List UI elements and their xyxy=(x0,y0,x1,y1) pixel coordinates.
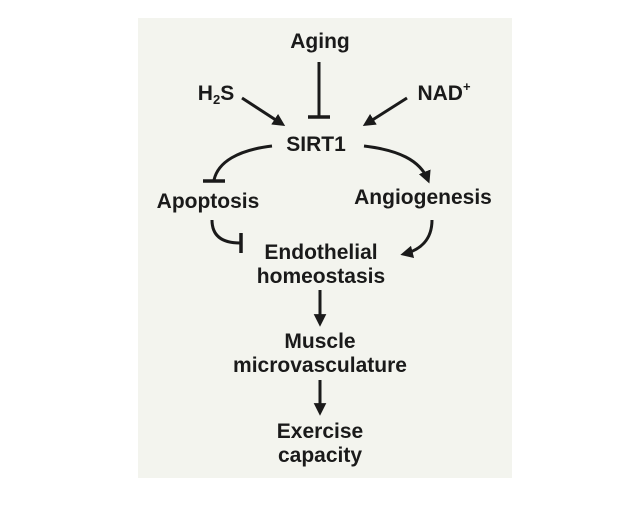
node-exercise-line1: Exercise xyxy=(276,420,364,443)
node-muscle-line1: Muscle xyxy=(284,330,356,353)
node-h2s-tail: S xyxy=(220,82,235,105)
node-h2s-element: H xyxy=(197,82,213,105)
node-endothelial-homeostasis: Endothelial homeostasis xyxy=(236,241,406,289)
diagram-panel xyxy=(138,18,512,478)
node-nad: NAD+ xyxy=(404,79,484,106)
node-nad-superscript: + xyxy=(462,79,471,94)
node-sirt1: SIRT1 xyxy=(266,133,366,157)
node-angiogenesis: Angiogenesis xyxy=(338,186,508,210)
edge-nad-sirt1 xyxy=(362,96,408,127)
node-h2s: H2S xyxy=(186,82,246,106)
node-endothelial-line1: Endothelial xyxy=(264,241,378,264)
edge-sirt1-apoptosis xyxy=(203,144,273,183)
node-exercise-line2: capacity xyxy=(277,444,363,467)
node-aging-label: Aging xyxy=(290,30,350,53)
node-sirt1-label: SIRT1 xyxy=(286,133,346,156)
node-aging: Aging xyxy=(270,30,370,54)
node-h2s-subscript: 2 xyxy=(212,92,221,107)
edge-apoptosis-endothelial xyxy=(210,219,243,253)
edge-angiogenesis-endothelial xyxy=(400,219,434,258)
node-angiogenesis-label: Angiogenesis xyxy=(354,186,492,209)
node-apoptosis: Apoptosis xyxy=(138,190,278,214)
node-muscle-microvasculature: Muscle microvasculature xyxy=(200,330,440,378)
node-nad-label: NAD xyxy=(417,82,463,105)
node-apoptosis-label: Apoptosis xyxy=(156,190,260,213)
edge-h2s-sirt1 xyxy=(241,96,286,127)
node-endothelial-line2: homeostasis xyxy=(256,265,386,288)
edge-sirt1-angiogenesis xyxy=(363,144,431,184)
node-muscle-line2: microvasculature xyxy=(233,354,407,377)
node-exercise-capacity: Exercise capacity xyxy=(250,420,390,468)
edge-aging-sirt1 xyxy=(308,62,330,119)
